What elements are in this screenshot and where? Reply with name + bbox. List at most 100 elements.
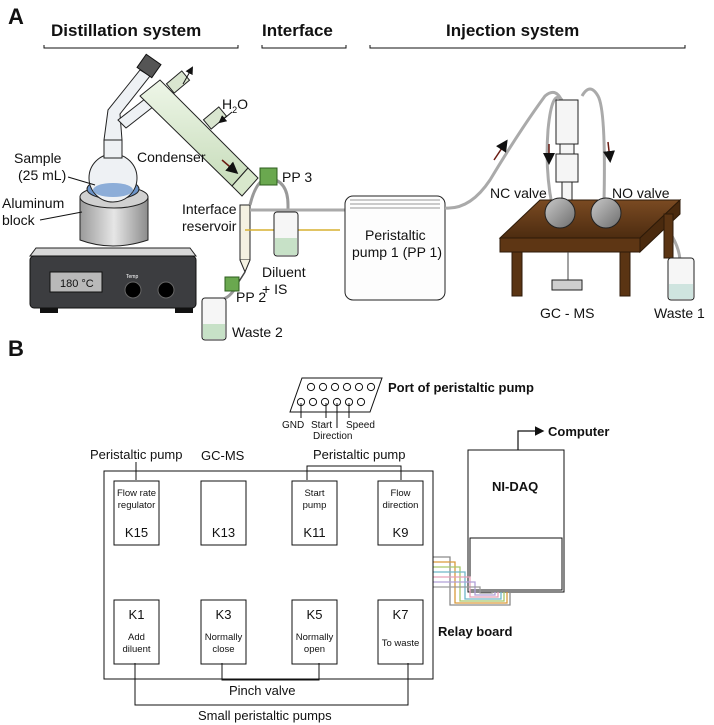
interface-reservoir-label-line2: reservoir <box>182 218 237 234</box>
relay-function-line2: open <box>304 644 325 655</box>
tubing-pp1-to-injector <box>444 90 565 210</box>
flow-arrow-1 <box>493 139 508 161</box>
sample-label-line2: (25 mL) <box>18 167 66 183</box>
computer-label: Computer <box>548 424 609 439</box>
relay-function-line2: close <box>212 644 234 655</box>
relay-id: K9 <box>393 525 409 540</box>
relay-id: K3 <box>216 607 232 622</box>
relay-function-line2: regulator <box>118 500 156 511</box>
waste1-label: Waste 1 <box>654 305 705 321</box>
nc-valve-label: NC valve <box>490 185 547 201</box>
relay-box <box>113 480 160 546</box>
ribbon-wire <box>432 581 496 596</box>
condenser-label: Condenser <box>137 149 206 165</box>
computer-arrow <box>517 426 545 450</box>
nidaq-box: NI-DAQ <box>467 449 565 593</box>
distillation-flask <box>88 139 138 203</box>
section-bracket-distillation: Distillation system <box>43 21 239 49</box>
relay-id: K7 <box>393 607 409 622</box>
tubing-injector-to-nc-valve <box>545 95 564 206</box>
port-pin <box>306 382 316 392</box>
port-pin <box>342 382 352 392</box>
ribbon-wire <box>432 571 502 600</box>
condenser <box>139 66 259 197</box>
relay-function-line1: Add <box>128 632 145 643</box>
waste2-vial <box>201 297 227 341</box>
section-title-interface: Interface <box>262 21 333 40</box>
pp1-label-line2: pump 1 (PP 1) <box>352 244 442 260</box>
relay-function-line2: diluent <box>123 644 151 655</box>
port-label-gnd: GND <box>282 420 304 431</box>
port-leader-lines <box>300 403 350 428</box>
k11-k9-lead <box>306 465 402 480</box>
relay-id: K15 <box>125 525 148 540</box>
pp3-label: PP 3 <box>282 169 312 185</box>
port-pin <box>308 397 318 407</box>
relay-box <box>200 599 247 665</box>
pp2-label: PP 2 <box>236 289 266 305</box>
hot-plate: 180 °C Temp <box>29 247 197 313</box>
top-label-peristaltic-left: Peristaltic pump <box>90 447 182 462</box>
port-pin <box>356 397 366 407</box>
diluent-vial <box>273 211 299 257</box>
waste1-vial <box>667 257 695 301</box>
aluminum-label-line1: Aluminum <box>2 195 64 211</box>
waste2-label: Waste 2 <box>232 324 283 340</box>
relay-function-line1: Normally <box>205 632 243 643</box>
pp3-pump <box>248 167 290 218</box>
nc-valve <box>544 197 576 229</box>
relay-box <box>113 599 160 665</box>
diluent-label-line1: Diluent <box>262 264 306 280</box>
nidaq-label: NI-DAQ <box>492 479 538 494</box>
section-bracket-injection: Injection system <box>369 21 686 49</box>
relay-box <box>291 480 338 546</box>
relay-box <box>377 599 424 665</box>
peristaltic-pump-1: Peristaltic pump 1 (PP 1) <box>344 195 446 301</box>
hotplate-display-text: 180 °C <box>60 278 94 290</box>
panel-b-letter: B <box>8 336 24 361</box>
port-label-start: Start <box>311 420 332 431</box>
ribbon-wire <box>432 566 505 602</box>
tubing-injector-to-no-valve <box>580 87 606 203</box>
ribbon-wire <box>432 561 508 604</box>
injector-column <box>555 99 579 201</box>
port-pin <box>354 382 364 392</box>
wooden-table <box>498 198 682 297</box>
pinch-valve-connector <box>221 663 320 681</box>
relay-id: K5 <box>307 607 323 622</box>
ribbon-cable <box>432 556 511 606</box>
small-pumps-connector <box>134 663 409 706</box>
relay-function-line1: Flow <box>390 488 410 499</box>
sample-label-line1: Sample <box>14 150 62 166</box>
relay-box <box>377 480 424 546</box>
relay-box <box>291 599 338 665</box>
pp1-label-line1: Peristaltic <box>365 227 426 243</box>
gcms-label: GC - MS <box>540 305 594 321</box>
diluent-label-line2: + IS <box>262 281 287 297</box>
relay-id: K13 <box>212 525 235 540</box>
relay-function-line1: Start <box>304 488 324 499</box>
relay-function-line2: direction <box>383 500 419 511</box>
port-pin <box>330 382 340 392</box>
aluminum-label-line2: block <box>2 212 36 228</box>
relay-k13: K13 <box>200 480 247 546</box>
section-title-injection: Injection system <box>446 21 579 40</box>
section-bracket-interface: Interface <box>261 21 347 49</box>
relay-board-label: Relay board <box>438 624 512 639</box>
pump-port-connector <box>289 377 383 413</box>
no-valve-label: NO valve <box>612 185 670 201</box>
interface-reservoir-label-line1: Interface <box>182 201 237 217</box>
hotplate-knob-label: Temp <box>126 274 138 280</box>
ribbon-wire <box>432 556 511 606</box>
h2o-label: H2O <box>222 96 248 115</box>
gcms-inlet <box>551 252 583 291</box>
relay-id: K1 <box>129 607 145 622</box>
port-title: Port of peristaltic pump <box>388 380 534 395</box>
port-pin <box>366 382 376 392</box>
